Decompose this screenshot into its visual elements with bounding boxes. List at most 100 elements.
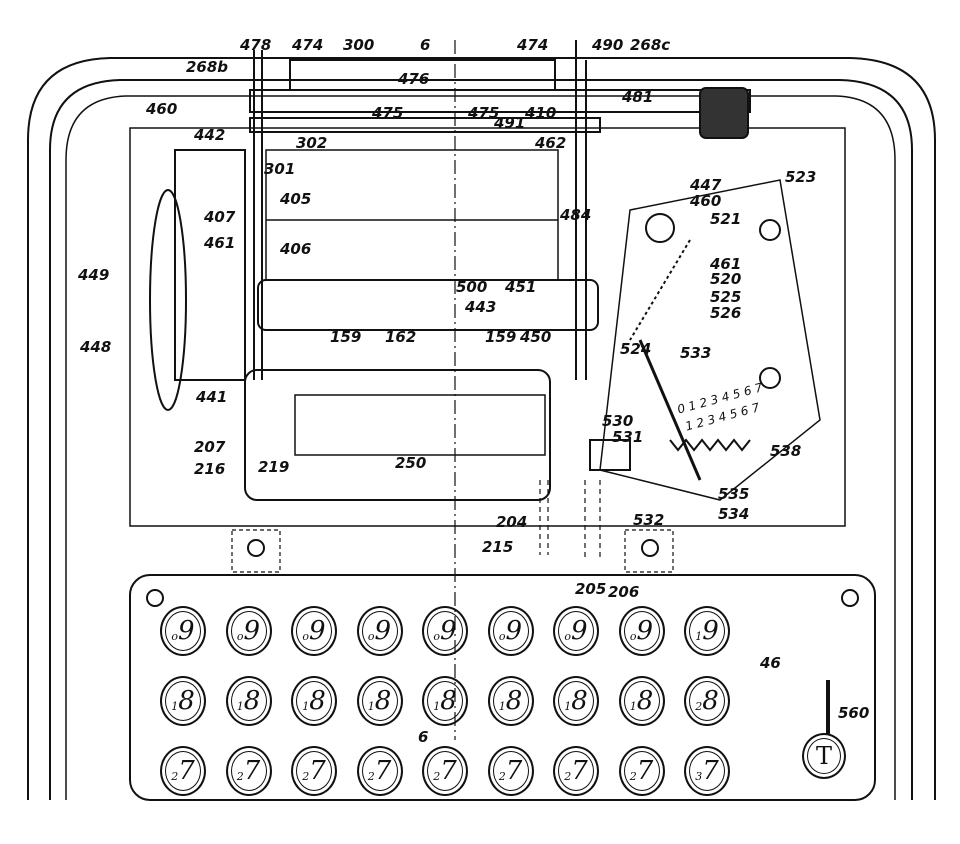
reference-label: 268c (630, 36, 671, 54)
key-column-digit: o (171, 629, 179, 643)
reference-label: 484 (560, 206, 592, 224)
key-digit: 7 (505, 756, 523, 786)
reference-label: 215 (482, 538, 514, 556)
reference-label: 524 (620, 340, 652, 358)
reference-label: 159 (330, 328, 362, 346)
reference-label: 490 (592, 36, 624, 54)
key-column-digit: 2 (629, 769, 637, 783)
reference-label: 46 (760, 654, 781, 672)
key-column-digit: o (564, 629, 572, 643)
reference-label: 406 (280, 240, 312, 258)
reference-label: 159 (485, 328, 517, 346)
reference-label: 410 (525, 104, 557, 122)
key-column-digit: 2 (367, 769, 375, 783)
reference-label: 461 (710, 255, 742, 273)
reference-label: 407 (204, 208, 236, 226)
key-column-digit: 1 (564, 699, 572, 713)
key-digit: 8 (702, 686, 719, 716)
key-column-digit: 1 (433, 699, 441, 713)
key-digit: 8 (178, 686, 195, 716)
nut-521 (645, 213, 675, 243)
key-column-digit: 2 (695, 699, 703, 713)
reference-label: 250 (395, 454, 427, 472)
key-column-digit: o (629, 629, 637, 643)
drum-443 (257, 279, 599, 331)
spring-520 (629, 239, 691, 341)
side-wheel (149, 189, 187, 411)
shaft-bar (249, 117, 601, 133)
reference-label: 219 (258, 458, 290, 476)
side-wheel-assembly (174, 149, 246, 381)
key-digit: 7 (571, 756, 588, 786)
reference-label: 206 (608, 583, 640, 601)
key-digit: 8 (505, 686, 523, 716)
reference-label: 302 (296, 134, 328, 152)
reference-label: 216 (194, 460, 226, 478)
key-digit: 9 (636, 616, 654, 646)
key-digit: 8 (243, 686, 261, 716)
reference-label: 442 (194, 126, 226, 144)
reference-label: 500 (456, 278, 488, 296)
reference-label: 478 (240, 36, 272, 54)
reference-label: 535 (718, 485, 750, 503)
key-column-digit: o (302, 629, 310, 643)
key-column-digit: 3 (695, 769, 703, 783)
key-digit: 7 (243, 756, 261, 786)
key-digit: 9 (505, 616, 523, 646)
key-column-digit: 1 (695, 629, 703, 643)
reference-label: 6 (420, 36, 431, 54)
counter-wheels (265, 149, 559, 281)
key-digit: 9 (178, 616, 195, 646)
key-column-digit: o (498, 629, 506, 643)
reference-label: 300 (343, 36, 375, 54)
key-column-digit: 2 (171, 769, 179, 783)
reference-label: 520 (710, 270, 742, 288)
key-digit: 9 (309, 616, 326, 646)
reference-label: 441 (196, 388, 228, 406)
key-column-digit: 1 (629, 699, 637, 713)
reference-label: 534 (718, 505, 750, 523)
spring-533 (638, 339, 702, 481)
reference-label: 461 (204, 234, 236, 252)
reference-label: 204 (496, 513, 528, 531)
key-digit: 9 (702, 616, 719, 646)
key-column-digit: 1 (171, 699, 179, 713)
key-digit: 7 (702, 756, 719, 786)
total-key-560[interactable]: T (802, 733, 846, 779)
reference-label: 530 (602, 412, 634, 430)
key-column-digit: o (367, 629, 375, 643)
part-530 (589, 439, 631, 471)
reference-label: 447 (690, 176, 722, 194)
knurled-knob (699, 87, 749, 139)
key-digit: 7 (178, 756, 195, 786)
housing-inner-outline-2 (65, 95, 896, 800)
